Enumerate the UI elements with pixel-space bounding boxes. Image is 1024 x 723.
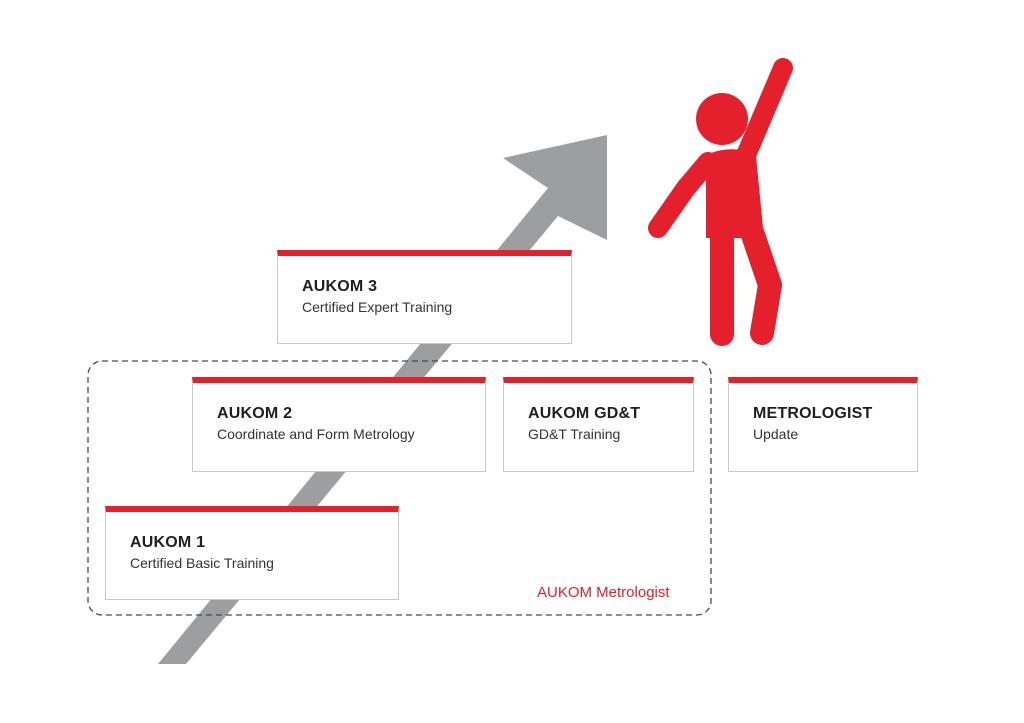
cheering-person-icon (648, 58, 793, 346)
aukom-3-box: AUKOM 3 Certified Expert Training (277, 250, 572, 344)
aukom-gdt-subtitle: GD&T Training (528, 426, 621, 442)
aukom-metrologist-group-label: AUKOM Metrologist (537, 584, 670, 601)
metrologist-title: METROLOGIST (753, 405, 873, 422)
aukom-metrologist-group-frame (87, 360, 712, 616)
aukom-2-box: AUKOM 2 Coordinate and Form Metrology (192, 377, 486, 472)
figure-right-leg-lower (750, 273, 782, 345)
aukom-gdt-title: AUKOM GD&T (528, 405, 641, 422)
metrologist-subtitle: Update (753, 426, 799, 442)
aukom-3-subtitle: Certified Expert Training (302, 299, 453, 315)
aukom-1-title: AUKOM 1 (130, 534, 206, 551)
metrologist-box: METROLOGIST Update (728, 377, 918, 472)
figure-head (696, 93, 748, 145)
figure-right-arm (734, 58, 793, 170)
aukom-gdt-box: AUKOM GD&T GD&T Training (503, 377, 694, 472)
aukom-3-title: AUKOM 3 (302, 278, 378, 295)
upward-progress-arrow-icon (52, 135, 607, 664)
figure-torso (706, 149, 764, 238)
aukom-2-title: AUKOM 2 (217, 405, 293, 422)
aukom-1-box: AUKOM 1 Certified Basic Training (105, 506, 399, 600)
figure-left-arm-lower (648, 178, 696, 238)
aukom-1-subtitle: Certified Basic Training (130, 555, 274, 571)
aukom-2-subtitle: Coordinate and Form Metrology (217, 426, 415, 442)
